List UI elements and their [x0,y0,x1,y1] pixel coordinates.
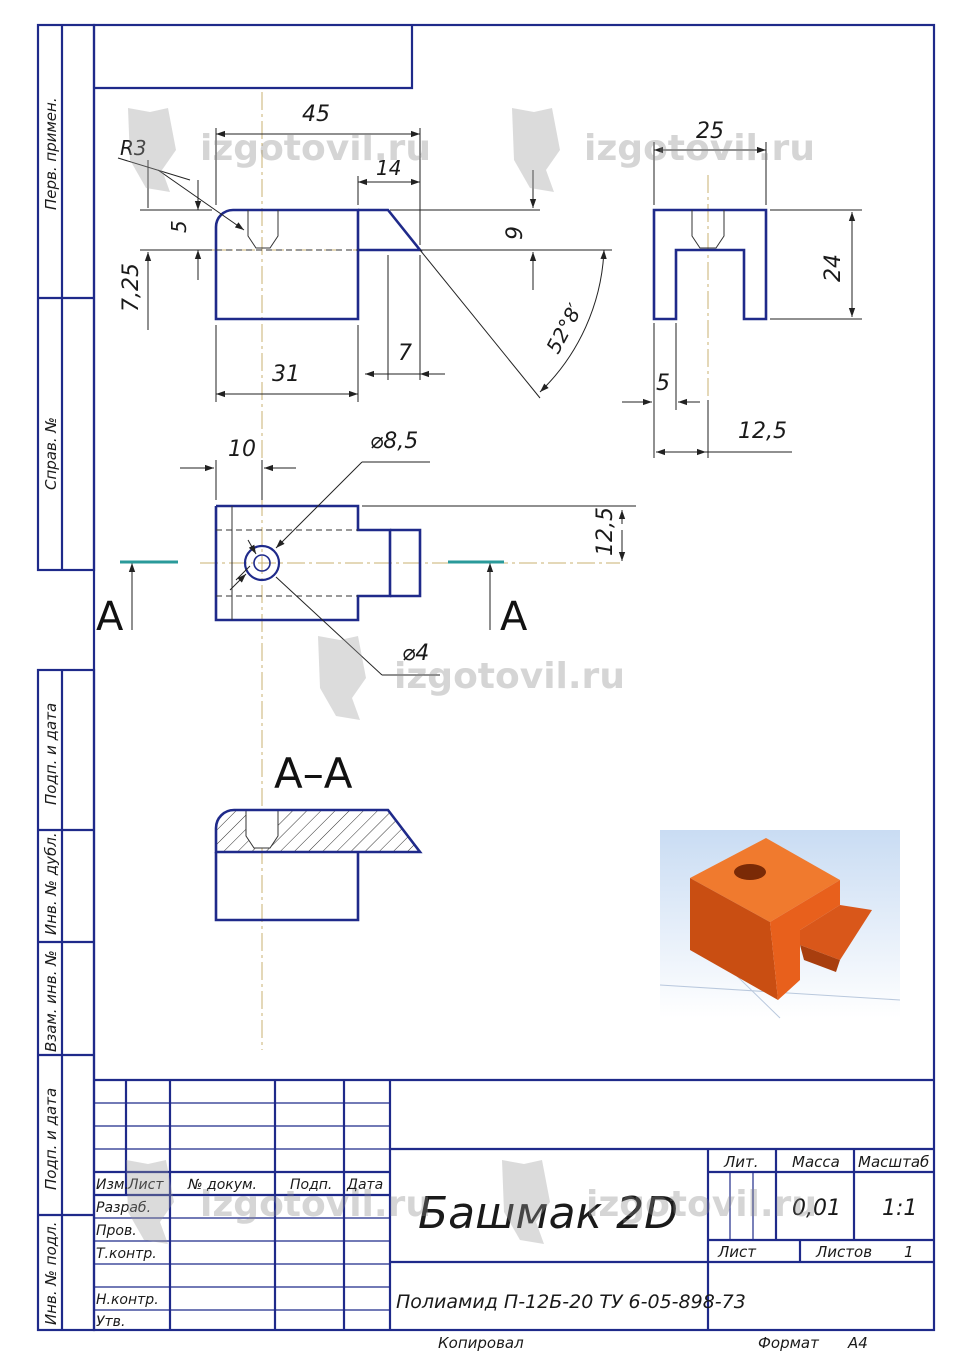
row-nkontr: Н.контр. [96,1292,159,1308]
svg-text:izgotovil.ru: izgotovil.ru [394,656,625,697]
dim-12-5-plan: 12,5 [593,507,618,556]
row-prov: Пров. [96,1223,137,1239]
label-vzam-inv: Взам. инв. № [42,950,60,1052]
plan-hole [243,544,281,582]
col-izm: Изм. [96,1177,129,1193]
dim-9: 9 [503,226,528,240]
dim-45: 45 [302,102,330,127]
watermarks: izgotovil.ru izgotovil.ru izgotovil.ru i… [126,108,817,1244]
sheets-label: Листов [815,1243,872,1261]
scale-value: 1:1 [882,1196,917,1221]
plan-dimensions [128,460,636,676]
front-dimensions [117,128,612,402]
sheet-frame [36,23,936,1332]
sheets-value: 1 [904,1243,914,1261]
label-inv-dubl: Инв. № дубл. [42,832,60,935]
title-block-text: Изм. Лист № докум. Подп. Дата Разраб. Пр… [96,1153,929,1352]
plan-hidden-lines [216,506,358,620]
row-tkontr: Т.контр. [96,1246,157,1262]
svg-text:izgotovil.ru: izgotovil.ru [586,1184,817,1225]
mass-header: Масса [792,1153,840,1171]
dim-31: 31 [272,362,300,387]
label-perv-primen: Перв. примен. [42,97,60,210]
dim-dia-4: ⌀4 [402,641,429,666]
label-podp-data-1: Подп. и дата [42,703,60,805]
dim-7-25: 7,25 [119,263,144,312]
mass-value: 0,01 [792,1196,841,1221]
watermark-5: izgotovil.ru [502,1160,817,1244]
watermark-1: izgotovil.ru [128,108,431,192]
axis-lines [150,92,709,1050]
col-list: Лист [127,1177,164,1193]
dim-7: 7 [398,341,412,366]
title-block [94,1078,934,1330]
side-labels: Перв. примен. Справ. № Подп. и дата Инв.… [42,97,60,1325]
dim-12-5-side: 12,5 [738,419,787,444]
plan-dimension-labels: 10 ⌀8,5 ⌀4 12,5 A A [96,429,618,666]
part-name: Башмак 2D [418,1188,678,1239]
side-hole-hidden [691,210,725,249]
plan-view [214,504,422,622]
section-label: A–A [274,749,353,798]
label-inv-podl: Инв. № подл. [42,1222,60,1325]
dim-angle: 52°8′ [541,299,587,357]
dim-24: 24 [821,254,846,282]
side-view [652,208,768,321]
lit-header: Лит. [723,1153,759,1171]
svg-text:izgotovil.ru: izgotovil.ru [200,128,431,169]
dim-5-front: 5 [167,220,191,233]
label-sprav-no: Справ. № [42,417,60,490]
format-value: A4 [847,1334,868,1352]
dim-dia-8-5: ⌀8,5 [370,429,418,454]
copied-label: Копировал [438,1334,524,1352]
col-date: Дата [346,1177,383,1193]
dim-14: 14 [376,156,401,180]
col-doc: № докум. [187,1177,257,1193]
watermark-4: izgotovil.ru [126,1160,431,1244]
format-label: Формат [758,1334,820,1352]
dim-10: 10 [228,437,256,462]
svg-text:izgotovil.ru: izgotovil.ru [200,1184,431,1225]
part-material: Полиамид П-12Б-20 ТУ 6-05-898-73 [396,1291,746,1313]
row-utv: Утв. [96,1314,125,1330]
row-razrab: Разраб. [96,1200,151,1216]
watermark-2: izgotovil.ru [512,108,815,192]
col-podp: Подп. [290,1177,332,1193]
front-hole-hidden [216,210,358,251]
watermark-3: izgotovil.ru [318,636,625,720]
dim-25: 25 [696,119,724,144]
svg-text:izgotovil.ru: izgotovil.ru [584,128,815,169]
dim-5-side: 5 [656,371,670,396]
side-dimensions [622,142,862,458]
section-view [214,808,423,922]
label-podp-data-2: Подп. и дата [42,1088,60,1190]
cut-label-right: A [500,594,528,640]
side-dimension-labels: 25 24 5 12,5 [656,119,846,444]
dim-r3: R3 [120,136,147,160]
sheet-label: Лист [717,1243,757,1261]
3d-render [659,830,901,1019]
front-view [214,208,423,321]
scale-header: Масштаб [858,1153,929,1171]
cut-label-left: A [96,594,124,640]
